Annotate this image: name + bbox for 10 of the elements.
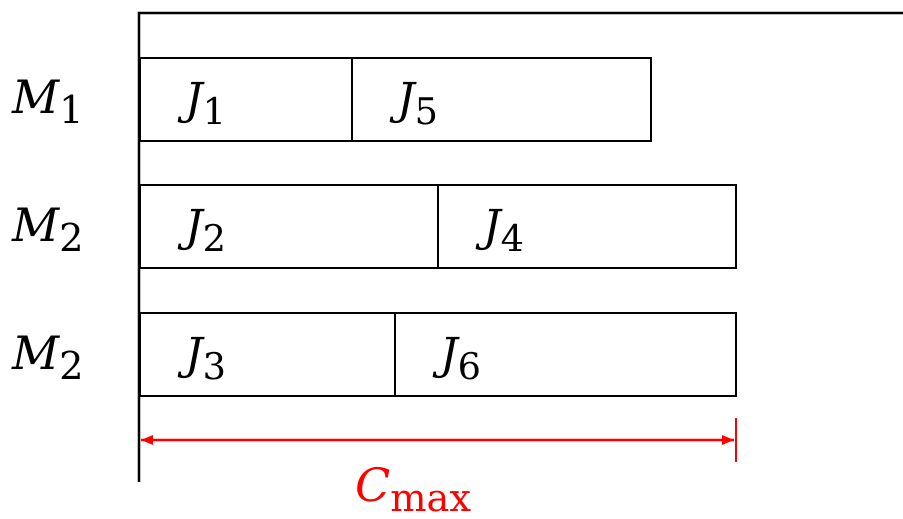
task-bar: J$_{6}$	[394, 312, 737, 397]
task-bar: J$_{2}$	[139, 184, 439, 269]
task-bar: J$_{1}$	[139, 57, 353, 142]
machine-label: M$_{2}$	[12, 330, 84, 387]
task-bar: J$_{3}$	[139, 312, 396, 397]
machine-label: M$_{1}$	[12, 74, 84, 131]
task-bar: J$_{4}$	[437, 184, 737, 269]
task-bar: J$_{5}$	[351, 57, 652, 142]
machine-label: M$_{2}$	[12, 202, 84, 259]
dimension-label: C$_{max}$	[355, 462, 472, 519]
